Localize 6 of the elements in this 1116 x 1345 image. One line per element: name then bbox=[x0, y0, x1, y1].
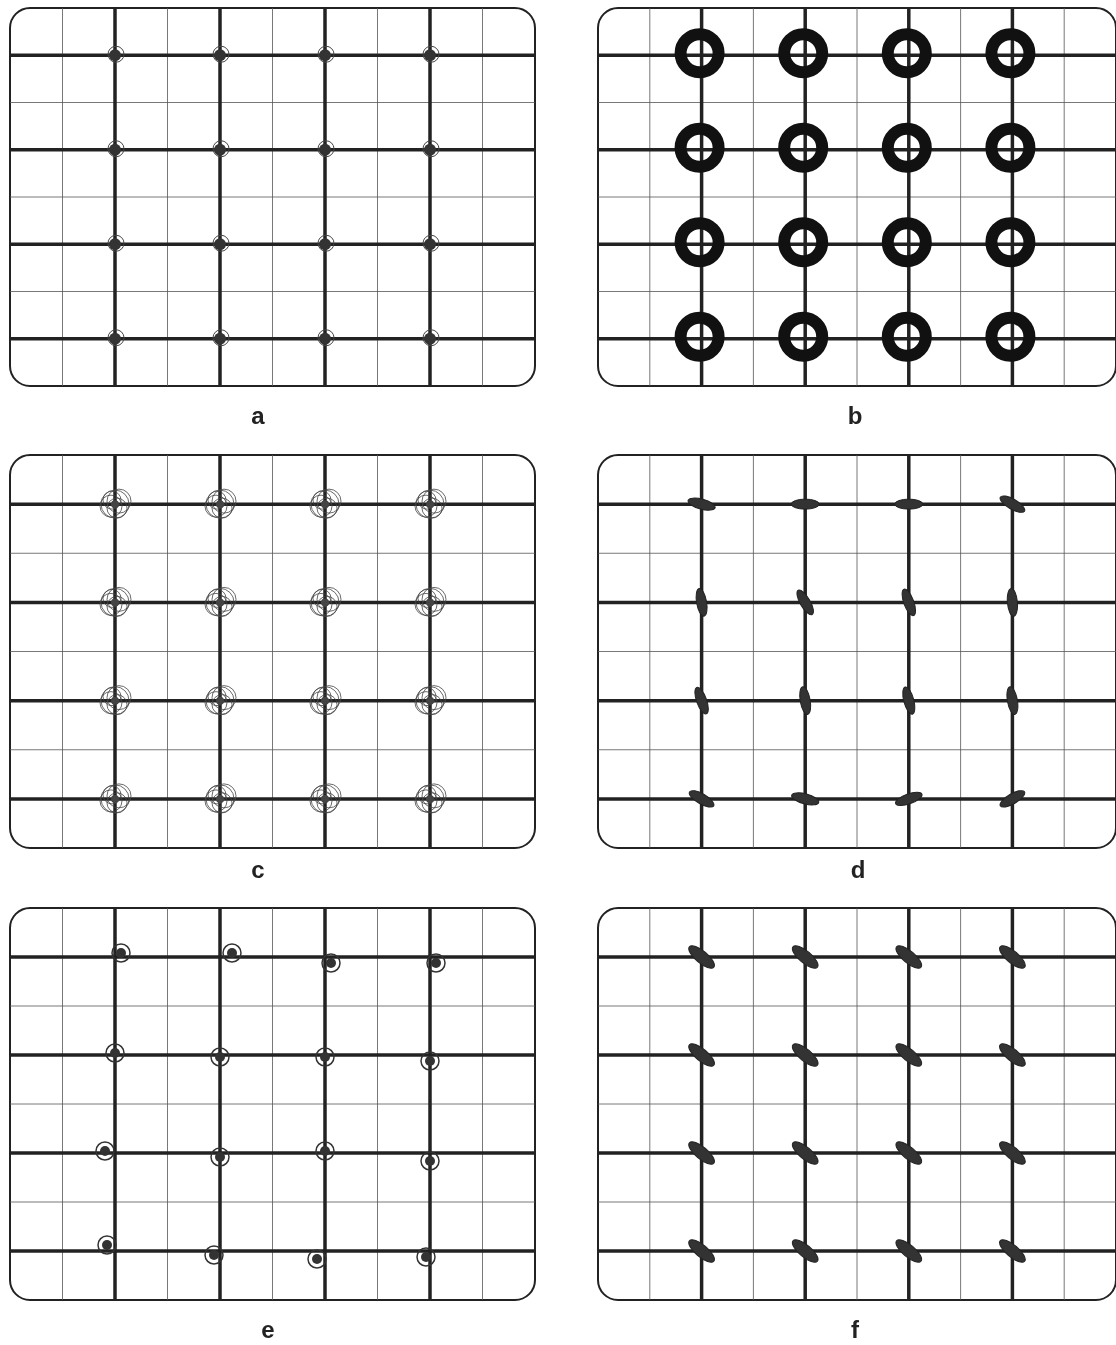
panel-label: d bbox=[850, 858, 866, 882]
panel-label: f bbox=[851, 1318, 859, 1342]
panel-label: a bbox=[251, 404, 265, 428]
panel-label: c bbox=[251, 858, 265, 882]
panel-label: e bbox=[261, 1318, 275, 1342]
panel-label: b bbox=[847, 404, 863, 428]
